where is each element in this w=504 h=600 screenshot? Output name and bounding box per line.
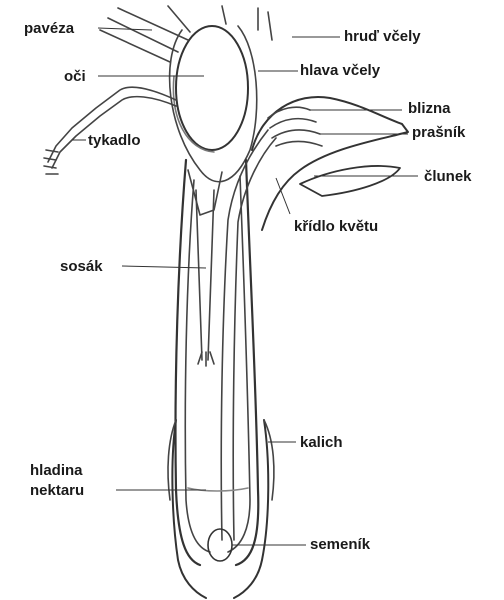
label-paveza: pavéza — [24, 20, 74, 37]
leader-paveza — [98, 28, 152, 30]
bee-proboscis — [196, 190, 214, 360]
ovary-shape — [208, 529, 232, 561]
label-prasnik: prašník — [412, 124, 465, 141]
label-kridlo: křídlo květu — [294, 218, 378, 235]
label-sosak: sosák — [60, 258, 103, 275]
label-clunek: člunek — [424, 168, 472, 185]
anthers-cluster — [268, 107, 322, 146]
bee-head-outline — [170, 26, 257, 182]
style-stalk — [221, 130, 268, 540]
bee-shield-lines — [100, 8, 188, 62]
wing-petal — [252, 97, 408, 230]
label-hladina-line2: nektaru — [30, 482, 84, 499]
bee-proboscis-tip — [198, 352, 214, 366]
calyx-right — [234, 420, 268, 598]
label-semenik: semeník — [310, 536, 370, 553]
label-tykadlo: tykadlo — [88, 132, 141, 149]
bee-antenna-segments — [44, 150, 58, 174]
label-hladina-line1: hladina — [30, 462, 83, 479]
label-blizna: blizna — [408, 100, 451, 117]
corolla-tube-inner-right — [228, 176, 250, 552]
leader-kridlo — [276, 178, 290, 214]
label-hrud: hruď včely — [344, 28, 421, 45]
leader-sosak — [122, 266, 206, 268]
style-stalk-2 — [233, 138, 276, 540]
bee-eye-shape — [176, 26, 248, 150]
label-oci: oči — [64, 68, 86, 85]
keel-petal — [300, 166, 400, 196]
bee-antenna — [48, 87, 176, 162]
label-kalich: kalich — [300, 434, 343, 451]
bee-thorax-lines — [168, 6, 272, 40]
label-hlava: hlava včely — [300, 62, 380, 79]
